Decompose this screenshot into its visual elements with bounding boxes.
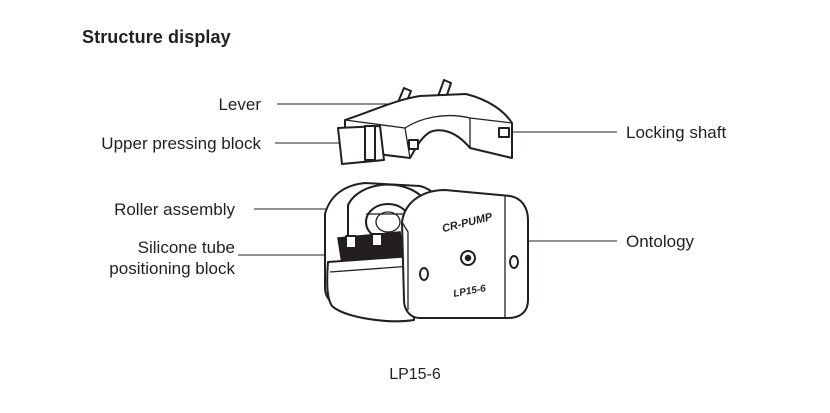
- label-upper-pressing-block: Upper pressing block: [101, 134, 261, 153]
- label-ontology: Ontology: [626, 232, 695, 251]
- label-silicone-tube-line1: Silicone tube: [137, 238, 235, 257]
- upper-block-edge: [344, 115, 513, 129]
- positioning-tab-2: [371, 233, 383, 247]
- lever-clamp: [364, 125, 376, 161]
- shaft-hole: [408, 139, 419, 150]
- figure-caption: LP15-6: [389, 366, 441, 383]
- pump-base: [326, 255, 415, 323]
- label-silicone-tube-line2: positioning block: [109, 259, 235, 278]
- pump-body-illustration: CR-PUMP LP15-6: [324, 182, 529, 323]
- mount-hole-left: [419, 267, 429, 281]
- positioning-tab-1: [345, 235, 357, 249]
- locking-shaft-pin: [498, 127, 510, 138]
- label-silicone-tube-positioning-block: Silicone tube positioning block: [109, 237, 235, 279]
- center-screw: [464, 254, 472, 262]
- upper-block-front: [337, 125, 385, 165]
- mount-hole-right: [509, 255, 519, 269]
- base-edge: [329, 265, 413, 273]
- front-plate-edge: [401, 221, 409, 310]
- upper-pressing-block-illustration: [337, 79, 513, 165]
- upper-block-face-line: [404, 127, 411, 159]
- label-locking-shaft: Locking shaft: [626, 123, 727, 142]
- label-lever: Lever: [218, 95, 261, 114]
- section-title: Structure display: [82, 27, 231, 47]
- roller-hub: [375, 211, 401, 233]
- label-roller-assembly: Roller assembly: [114, 200, 235, 219]
